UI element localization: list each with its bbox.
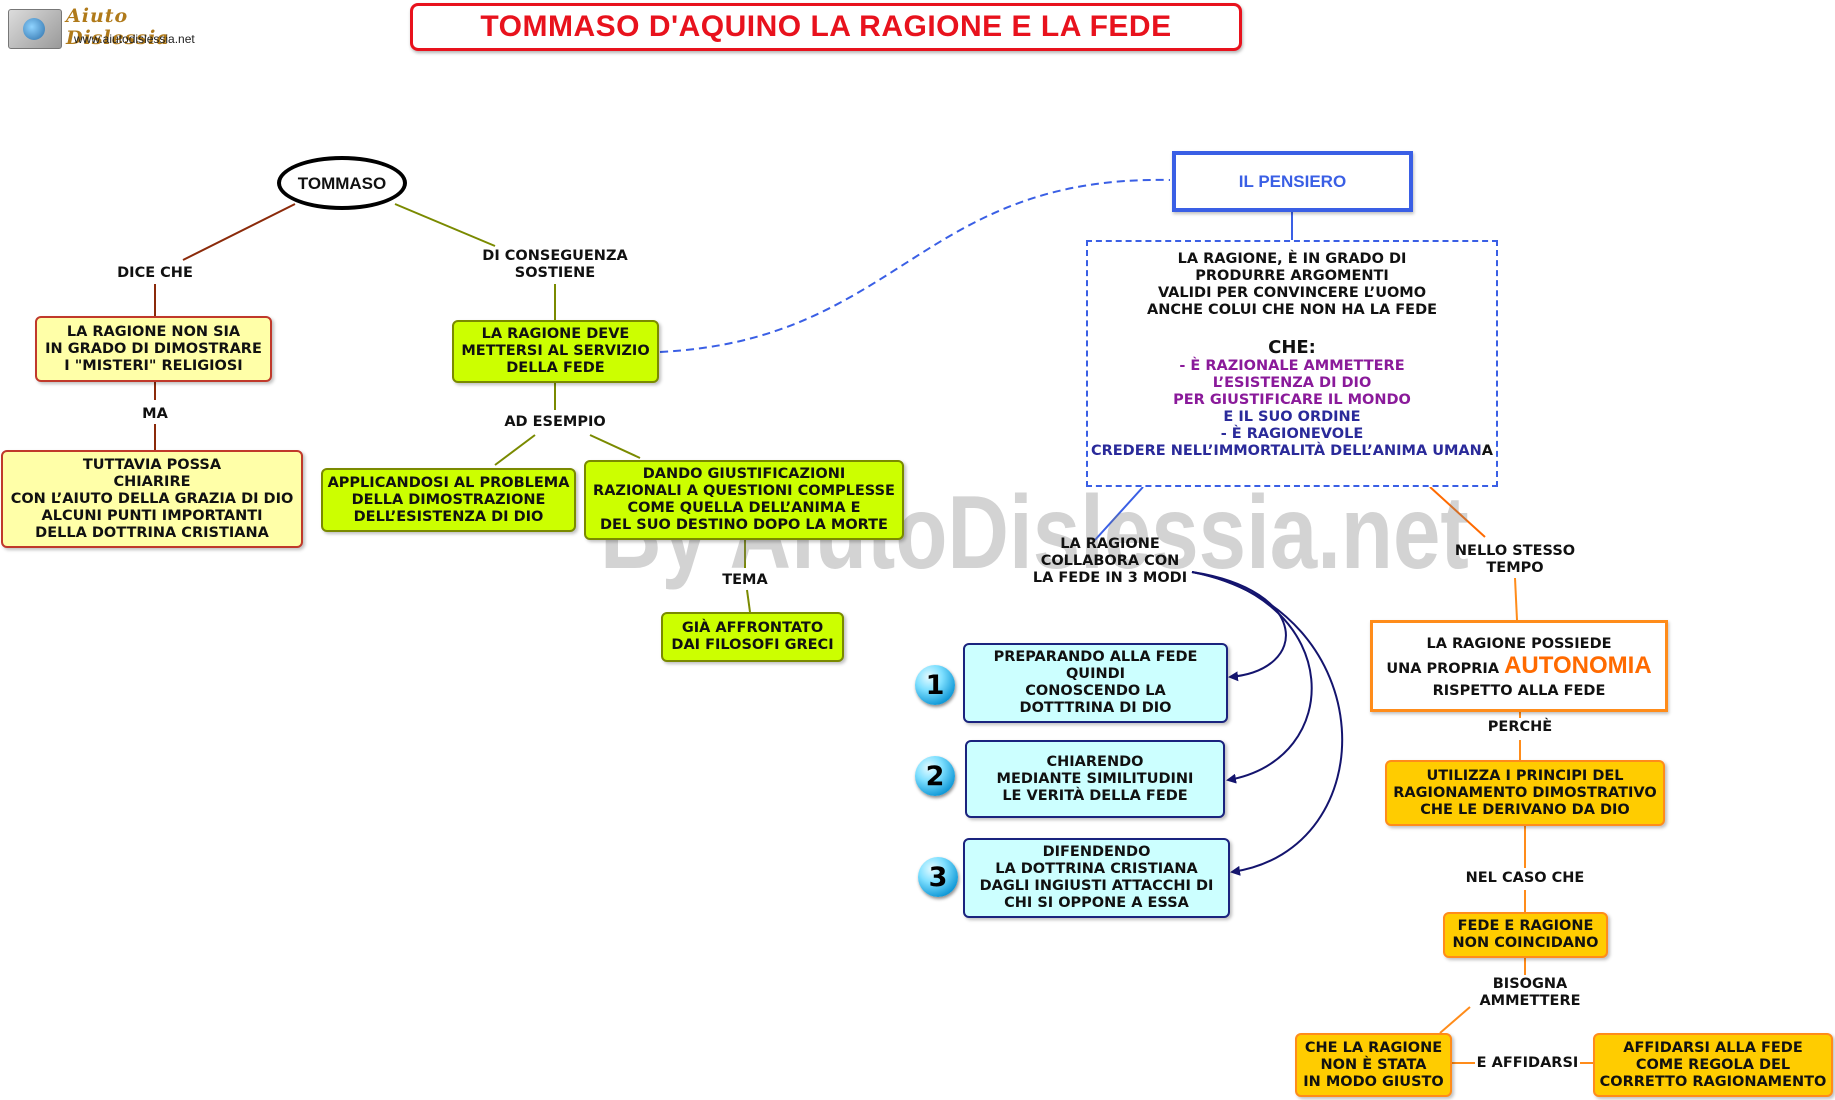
line-esempio-applicandosi: [494, 434, 536, 466]
line-nellostesso-autonomia: [1514, 577, 1518, 621]
label-perche: PERCHÈ: [1487, 719, 1553, 735]
label-bisogna-ammettere: BISOGNA AMMETTERE: [1479, 976, 1581, 1009]
label-ma: MA: [142, 406, 168, 422]
logo-url: www.aiutodislessia.net: [74, 32, 195, 46]
node-affidarsi: AFFIDARSI ALLA FEDE COME REGOLA DEL CORR…: [1593, 1033, 1833, 1097]
node-ragione-non-sia: LA RAGIONE NON SIA IN GRADO DI DIMOSTRAR…: [35, 316, 272, 382]
label-nello-stesso-tempo: NELLO STESSO TEMPO: [1454, 543, 1576, 576]
number-badge-2: 2: [915, 756, 955, 796]
node-fede-ragione: FEDE E RAGIONE NON COINCIDANO: [1443, 912, 1608, 958]
line-box-modi: [1094, 486, 1144, 541]
line-esempio-dando: [589, 434, 641, 459]
line-box-nellostesso: [1429, 486, 1486, 538]
pensiero-immortalita-last: A: [1481, 443, 1494, 459]
page-title-box: TOMMASO D'AQUINO LA RAGIONE E LA FEDE: [410, 3, 1242, 51]
modo-1: PREPARANDO ALLA FEDE QUINDI CONOSCENDO L…: [963, 643, 1228, 723]
node-gia-affrontato: GIÀ AFFRONTATO DAI FILOSOFI GRECI: [661, 612, 844, 662]
modo-2: CHIARENDO MEDIANTE SIMILITUDINI LE VERIT…: [965, 740, 1225, 818]
line-tema-gia: [746, 589, 751, 613]
page-title: TOMMASO D'AQUINO LA RAGIONE E LA FEDE: [480, 10, 1172, 43]
pensiero-box: LA RAGIONE, È IN GRADO DI PRODURRE ARGOM…: [1086, 240, 1498, 487]
pensiero-blue: E IL SUO ORDINE - È RAGIONEVOLE: [1220, 409, 1364, 442]
pensiero-title: IL PENSIERO: [1172, 151, 1413, 212]
line-bisogna-chelaragione: [1439, 1006, 1471, 1034]
autonomia-pre: UNA PROPRIA: [1386, 661, 1505, 677]
label-di-conseguenza: DI CONSEGUENZA SOSTIENE: [482, 248, 628, 281]
node-che-la-ragione: CHE LA RAGIONE NON È STATA IN MODO GIUST…: [1295, 1033, 1452, 1097]
pensiero-che: CHE:: [1268, 337, 1316, 358]
node-autonomia: LA RAGIONE POSSIEDE UNA PROPRIA AUTONOMI…: [1370, 620, 1668, 712]
logo: Aiuto Dislessia www.aiutodislessia.net: [8, 5, 213, 51]
node-utilizza: UTILIZZA I PRINCIPI DEL RAGIONAMENTO DIM…: [1385, 760, 1665, 826]
node-dando: DANDO GIUSTIFICAZIONI RAZIONALI A QUESTI…: [584, 460, 904, 540]
autonomia-line2: UNA PROPRIA AUTONOMIA: [1373, 653, 1665, 682]
autonomia-line1: LA RAGIONE POSSIEDE: [1426, 636, 1612, 652]
arrow-to-3: [1191, 571, 1344, 876]
label-tema: TEMA: [722, 572, 768, 588]
line-tommaso-dicheche: [182, 203, 296, 261]
modo-3: DIFENDENDO LA DOTTRINA CRISTIANA DAGLI I…: [963, 838, 1230, 918]
autonomia-word: AUTONOMIA: [1504, 652, 1652, 679]
label-collabora: LA RAGIONE COLLABORA CON LA FEDE IN 3 MO…: [1032, 536, 1188, 586]
pensiero-intro: LA RAGIONE, È IN GRADO DI PRODURRE ARGOM…: [1146, 251, 1438, 318]
book-icon: [8, 9, 62, 49]
node-tuttavia: TUTTAVIA POSSA CHIARIRE CON L’AIUTO DELL…: [1, 450, 303, 548]
node-ragione-deve: LA RAGIONE DEVE METTERSI AL SERVIZIO DEL…: [452, 320, 659, 383]
tommaso-node: TOMMASO: [277, 156, 407, 210]
arrow-to-1: [1191, 571, 1287, 682]
label-ad-esempio: AD ESEMPIO: [504, 414, 606, 430]
pensiero-immortalita: CREDERE NELL’IMMORTALITÀ DELL’ANIMA UMAN…: [1088, 443, 1496, 460]
label-dice-che: DICE CHE: [117, 265, 193, 281]
line-tommaso-conseguenza: [394, 203, 496, 247]
logo-name: Aiuto Dislessia: [66, 5, 170, 49]
label-nel-caso-che: NEL CASO CHE: [1465, 870, 1585, 886]
node-applicandosi: APPLICANDOSI AL PROBLEMA DELLA DIMOSTRAZ…: [321, 468, 576, 532]
label-e-affidarsi: E AFFIDARSI: [1476, 1055, 1579, 1071]
pensiero-purple: - È RAZIONALE AMMETTERE L’ESISTENZA DI D…: [1173, 358, 1411, 408]
pensiero-immortalita-text: CREDERE NELL’IMMORTALITÀ DELL’ANIMA UMAN: [1090, 443, 1482, 459]
number-badge-1: 1: [915, 665, 955, 705]
autonomia-line3: RISPETTO ALLA FEDE: [1432, 683, 1606, 699]
number-badge-3: 3: [918, 857, 958, 897]
